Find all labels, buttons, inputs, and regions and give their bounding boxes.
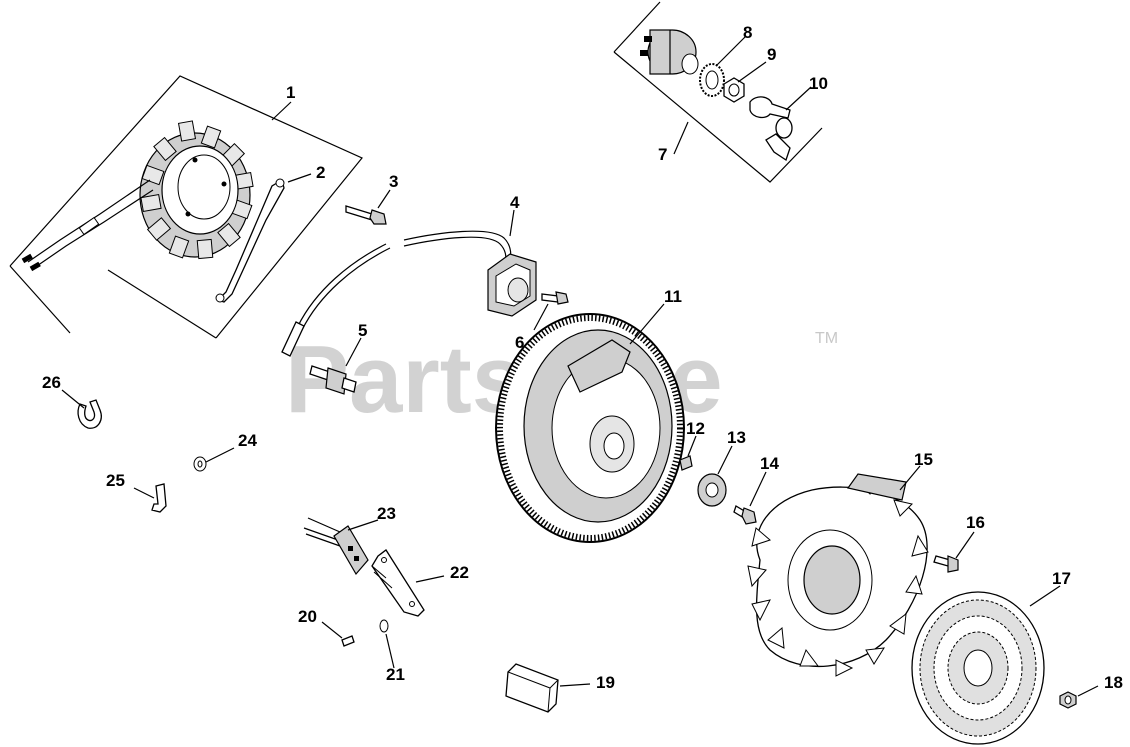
screw-16-part: [933, 555, 959, 573]
leader-lines: [61, 36, 1099, 697]
callout-2: 2: [316, 163, 325, 182]
stator-assembly: [9, 75, 363, 339]
spark-plug-part: [309, 365, 357, 395]
clamp-part: [77, 399, 102, 429]
callout-1: 1: [286, 83, 295, 102]
callout-17: 17: [1052, 569, 1071, 588]
washer-24-part: [193, 456, 207, 472]
callout-16: 16: [966, 513, 985, 532]
screw-14-part: [733, 505, 757, 525]
callout-24: 24: [238, 431, 257, 450]
wire-harness-part: [303, 517, 369, 576]
bolt-3-part: [345, 205, 387, 225]
flywheel-part: [495, 313, 685, 543]
keys-part: [749, 96, 793, 162]
callout-7: 7: [658, 145, 667, 164]
clip-part: [151, 483, 167, 513]
lockwasher-part: [699, 63, 725, 97]
screw-20-part: [341, 635, 355, 647]
spacer-part: [505, 663, 559, 713]
washer-21-part: [379, 619, 389, 633]
key-12-part: [679, 455, 693, 471]
callout-12: 12: [686, 419, 705, 438]
switch-part: [640, 29, 699, 75]
screen-part: [911, 591, 1045, 745]
callout-25: 25: [106, 471, 125, 490]
bracket-part: [215, 178, 285, 303]
callout-5: 5: [358, 321, 367, 340]
callout-4: 4: [510, 193, 520, 212]
callout-26: 26: [42, 373, 61, 392]
fan-part: [747, 473, 929, 677]
ignition-module-part: [403, 230, 537, 317]
screw-6-part: [541, 291, 569, 305]
watermark-trademark: TM: [815, 330, 838, 347]
callout-10: 10: [809, 74, 828, 93]
callout-19: 19: [596, 673, 615, 692]
callout-numbers: 1 2 3 4 5 6 7 8 9 10 11 12 13 14 15 16 1…: [42, 23, 1123, 692]
callout-9: 9: [767, 45, 776, 64]
callout-6: 6: [515, 333, 524, 352]
washer-13-part: [697, 473, 727, 507]
callout-23: 23: [377, 504, 396, 523]
callout-3: 3: [389, 172, 398, 191]
callout-20: 20: [298, 607, 317, 626]
callout-11: 11: [664, 287, 682, 306]
callout-13: 13: [727, 428, 746, 447]
nut-part: [723, 77, 745, 103]
callout-21: 21: [386, 665, 405, 684]
callout-14: 14: [760, 454, 779, 473]
callout-22: 22: [450, 563, 469, 582]
callout-15: 15: [914, 450, 933, 469]
rectifier-part: [371, 549, 425, 617]
spark-plug-lead: [281, 243, 391, 357]
nut-18-part: [1059, 691, 1077, 709]
callout-18: 18: [1104, 673, 1123, 692]
callout-8: 8: [743, 23, 752, 42]
key-switch-assembly: [613, 1, 823, 183]
stator-part: [21, 120, 254, 272]
